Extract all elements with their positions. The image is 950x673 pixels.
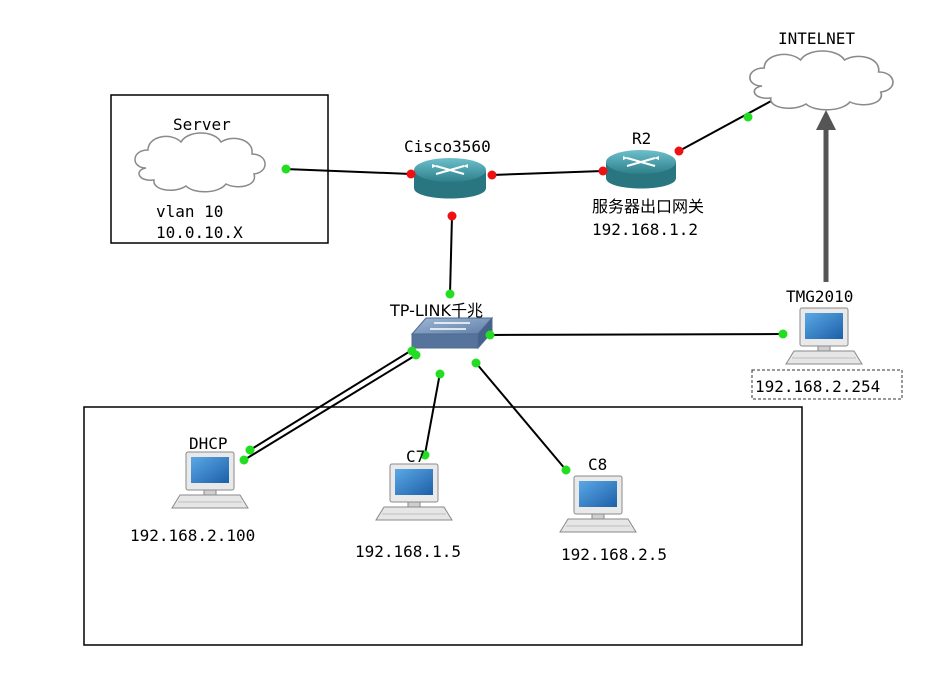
port-down-dot: [674, 146, 684, 156]
link-cisco-r2[interactable]: [491, 170, 604, 176]
link-tplink-c8[interactable]: [475, 362, 567, 471]
server-vlan-label: vlan 10: [156, 202, 223, 221]
server-ip-label: 10.0.10.X: [156, 223, 243, 242]
lan-clients-frame: [83, 406, 803, 646]
tmg2010-pc-icon[interactable]: [785, 307, 863, 365]
port-up-dot: [420, 450, 430, 460]
port-up-dot: [485, 330, 495, 340]
server-vlan-frame: [110, 94, 329, 244]
port-indicators: [239, 112, 788, 475]
c8-ip-label: 192.168.2.5: [561, 545, 667, 564]
dhcp-pc-icon[interactable]: [171, 451, 249, 509]
tmg-to-internet-arrow: [816, 110, 836, 282]
tmg-ip-frame: [751, 369, 903, 400]
link-server-cisco[interactable]: [284, 168, 412, 175]
link-tplink-dhcp-a[interactable]: [249, 349, 413, 451]
r2-ip-label: 192.168.1.2: [592, 220, 698, 239]
link-cisco-tplink[interactable]: [449, 215, 453, 295]
internet-label: INTELNET: [778, 29, 855, 48]
port-down-dot: [406, 169, 416, 179]
dhcp-ip-label: 192.168.2.100: [130, 526, 255, 545]
internet-cloud-icon[interactable]: [749, 50, 894, 111]
port-up-dot: [239, 455, 249, 465]
port-down-dot: [598, 166, 608, 176]
port-up-dot: [245, 445, 255, 455]
tmg2010-ip-label: 192.168.2.254: [755, 377, 880, 396]
tplink-label: TP-LINK千兆: [389, 301, 483, 320]
server-cloud-icon[interactable]: [134, 132, 266, 193]
cisco3560-label: Cisco3560: [404, 137, 491, 156]
dhcp-label: DHCP: [189, 434, 228, 453]
port-up-dot: [281, 164, 291, 174]
link-tplink-c7[interactable]: [424, 372, 441, 455]
tmg2010-label: TMG2010: [786, 287, 853, 306]
links: [243, 99, 784, 471]
r2-desc-label: 服务器出口网关: [592, 197, 704, 216]
server-label: Server: [173, 115, 231, 134]
c7-label: C7: [406, 447, 425, 466]
port-up-dot: [471, 358, 481, 368]
port-up-dot: [445, 289, 455, 299]
c8-pc-icon[interactable]: [559, 475, 637, 533]
port-up-dot: [561, 465, 571, 475]
link-tplink-tmg[interactable]: [487, 333, 784, 336]
link-tplink-dhcp-b[interactable]: [243, 354, 417, 461]
c7-ip-label: 192.168.1.5: [355, 542, 461, 561]
c8-label: C8: [588, 455, 607, 474]
port-down-dot: [487, 170, 497, 180]
link-r2-internet[interactable]: [678, 99, 774, 152]
port-up-dot: [743, 112, 753, 122]
r2-label: R2: [632, 129, 651, 148]
cisco3560-router-icon[interactable]: [414, 158, 486, 199]
port-up-dot: [411, 350, 421, 360]
port-down-dot: [447, 211, 457, 221]
c7-pc-icon[interactable]: [375, 463, 453, 521]
port-up-dot: [778, 329, 788, 339]
r2-router-icon[interactable]: [606, 150, 676, 189]
port-up-dot: [435, 369, 445, 379]
tplink-switch-icon[interactable]: [410, 316, 494, 350]
